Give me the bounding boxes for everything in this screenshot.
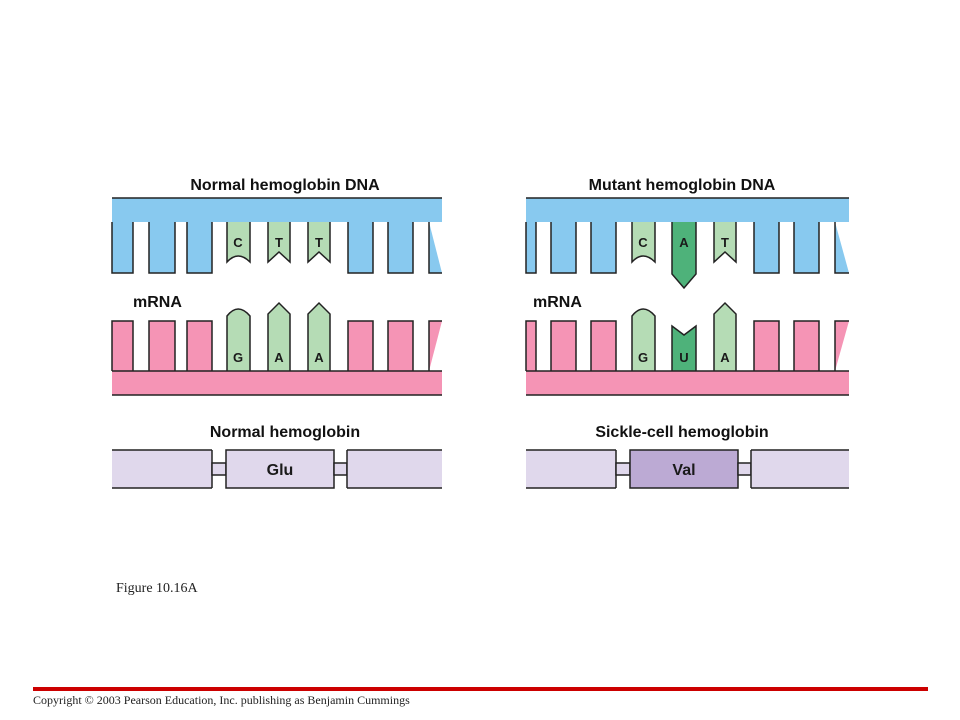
normal-dna-strand: C T T [111,197,442,274]
normal-dna-tooth [186,222,213,274]
mutant-dna-strand: C A T [525,197,849,290]
normal-protein-title: Normal hemoglobin [210,424,360,441]
mutant-mrna-base-u-shape [671,324,697,371]
mutant-mrna-tooth [834,320,849,371]
mutant-mrna-base-a-shape [713,301,737,371]
mutant-dna-base-2: A [679,235,689,250]
normal-dna-tooth [111,222,134,274]
mutant-mrna-tooth [525,320,537,371]
mutant-dna-base-t-shape [713,222,737,264]
normal-dna-base-t-shape [307,222,331,264]
normal-mrna-base-a-shape [307,301,331,371]
mutant-mrna-tooth [793,320,820,371]
normal-dna-base-c-shape [226,222,251,264]
mutant-protein-title: Sickle-cell hemoglobin [595,424,768,441]
mutant-mrna-tooth [753,320,780,371]
normal-mrna-tooth [111,320,134,371]
peptide-bond [211,462,227,476]
normal-glu-box [225,449,335,489]
normal-mrna-tooth [186,320,213,371]
normal-mrna-tooth [148,320,176,371]
mutant-dna-tooth [834,222,849,274]
mutant-mrna-base-2: U [679,350,688,365]
normal-amino-acid-label: Glu [267,462,294,479]
normal-dna-backbone [112,198,442,222]
normal-dna-title: Normal hemoglobin DNA [190,177,380,194]
normal-dna-tooth [148,222,176,274]
mutant-dna-tooth [793,222,820,274]
mutant-dna-base-3: T [721,235,729,250]
mutant-mrna-backbone [526,371,849,395]
normal-dna-base-1: C [233,235,243,250]
normal-amino-acid-box [347,450,442,488]
copyright-notice: Copyright © 2003 Pearson Education, Inc.… [33,693,410,707]
mutant-amino-acid-box [526,450,616,488]
normal-dna-base-t-shape [267,222,291,264]
mutant-protein-chain: Val [526,449,849,489]
mutant-dna-tooth [550,222,577,274]
mutant-dna-title: Mutant hemoglobin DNA [589,177,776,194]
mutant-mrna-tooth [550,320,577,371]
normal-mrna-tooth [428,320,442,371]
normal-mrna-label: mRNA [133,294,182,311]
normal-dna-tooth [347,222,374,274]
mutant-dna-tooth [590,222,617,274]
mutant-amino-acid-box [751,450,849,488]
normal-mrna-backbone [112,371,442,395]
mutant-dna-backbone [526,198,849,222]
mutant-mrna-base-3: A [720,350,730,365]
mutant-mrna-label: mRNA [533,294,582,311]
normal-mrna-tooth [387,320,414,371]
normal-protein-chain: Glu [112,449,442,489]
normal-mrna-base-3: A [314,350,324,365]
mutant-mrna-strand: G U A [525,301,849,396]
mutant-mrna-base-g-shape [631,308,656,371]
normal-mrna-strand: G A A [111,301,442,396]
mutant-mrna-base-1: G [638,350,648,365]
normal-mrna-base-a-shape [267,301,291,371]
mutant-dna-base-a-shape [671,222,697,290]
normal-dna-tooth [387,222,414,274]
normal-dna-tooth [428,222,442,274]
mutant-mrna-tooth [590,320,617,371]
peptide-bond [737,462,752,476]
normal-amino-acid-box [112,450,212,488]
normal-mrna-tooth [347,320,374,371]
normal-mrna-base-2: A [274,350,284,365]
mutant-amino-acid-label: Val [672,462,695,479]
peptide-bond [615,462,631,476]
normal-panel: Normal hemoglobin DNA C T T mRNA [111,177,442,489]
normal-dna-base-2: T [275,235,283,250]
normal-mrna-base-1: G [233,350,243,365]
mutant-dna-tooth [753,222,780,274]
mutant-dna-base-c-shape [631,222,656,264]
mutant-panel: Mutant hemoglobin DNA C A T mRNA [525,177,849,489]
mutant-dna-tooth [525,222,537,274]
peptide-bond [333,462,348,476]
footer-rule [33,687,928,691]
normal-dna-base-3: T [315,235,323,250]
normal-mrna-base-g-shape [226,308,251,371]
mutant-dna-base-1: C [638,235,648,250]
figure-caption: Figure 10.16A [116,581,198,596]
